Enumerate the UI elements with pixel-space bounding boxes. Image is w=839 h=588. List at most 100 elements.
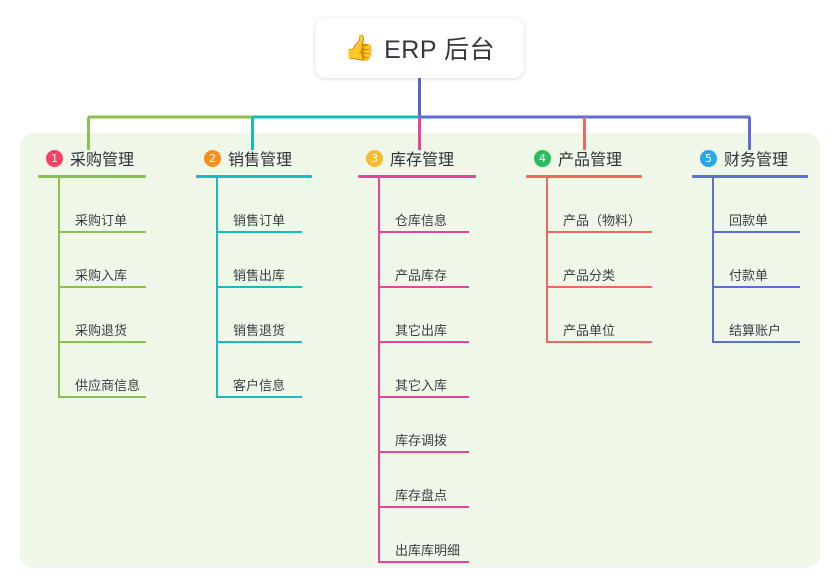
- branches-panel: [20, 133, 820, 568]
- branch-item-underline: [59, 396, 146, 398]
- branch-item-underline: [379, 341, 469, 343]
- branch-column: 2 销售管理销售订单销售出库销售退货客户信息: [196, 146, 312, 398]
- branch-item-underline: [217, 286, 302, 288]
- branch-item-label: 采购入库: [75, 268, 128, 283]
- branch-number-badge: 2: [204, 149, 221, 167]
- branch-header-underline: [38, 175, 146, 178]
- branch-header-underline: [526, 175, 642, 178]
- branch-item[interactable]: 其它出库: [379, 288, 476, 343]
- branch-item-underline: [379, 506, 469, 508]
- branch-item-list: 采购订单采购入库采购退货供应商信息: [38, 178, 146, 398]
- branch-item-label: 仓库信息: [395, 213, 448, 228]
- branch-column: 1 采购管理采购订单采购入库采购退货供应商信息: [38, 146, 146, 398]
- branch-item-label: 其它入库: [395, 378, 448, 393]
- branch-item[interactable]: 销售出库: [217, 233, 312, 288]
- branch-item[interactable]: 仓库信息: [379, 178, 476, 233]
- branch-item[interactable]: 产品单位: [547, 288, 652, 343]
- branch-number-badge: 4: [534, 149, 551, 167]
- branch-spine: [58, 178, 60, 398]
- branch-item-underline: [713, 231, 800, 233]
- branch-item-underline: [547, 231, 652, 233]
- branch-item[interactable]: 结算账户: [713, 288, 808, 343]
- branch-item-label: 客户信息: [233, 378, 286, 393]
- branch-header-underline: [692, 175, 808, 178]
- branch-item-label: 结算账户: [729, 323, 782, 338]
- branch-header[interactable]: 2 销售管理: [196, 146, 312, 170]
- branch-item-list: 回款单付款单结算账户: [692, 178, 808, 343]
- branch-item-label: 采购退货: [75, 323, 128, 338]
- branch-header-underline: [196, 175, 312, 178]
- branch-number-badge: 5: [700, 149, 717, 167]
- branch-item[interactable]: 其它入库: [379, 343, 476, 398]
- branch-header[interactable]: 3 库存管理: [358, 146, 476, 170]
- branch-item-underline: [547, 341, 652, 343]
- branch-item-label: 供应商信息: [75, 378, 141, 393]
- branch-title: 销售管理: [228, 152, 293, 169]
- branch-item[interactable]: 产品库存: [379, 233, 476, 288]
- branch-item[interactable]: 采购入库: [59, 233, 146, 288]
- branch-item-underline: [59, 286, 146, 288]
- branch-item-label: 付款单: [729, 268, 769, 283]
- branch-title: 产品管理: [558, 152, 623, 169]
- branch-header-underline: [358, 175, 476, 178]
- branch-item-label: 产品库存: [395, 268, 448, 283]
- branch-spine: [378, 178, 380, 563]
- branch-spine: [712, 178, 714, 343]
- branch-item-underline: [547, 286, 652, 288]
- branch-number-badge: 1: [46, 149, 63, 167]
- branch-item[interactable]: 产品（物料）: [547, 178, 652, 233]
- branch-item[interactable]: 销售退货: [217, 288, 312, 343]
- branch-item[interactable]: 采购订单: [59, 178, 146, 233]
- branch-item[interactable]: 出库库明细: [379, 508, 476, 563]
- branch-item-label: 产品（物料）: [563, 213, 642, 228]
- branch-spine: [216, 178, 218, 398]
- branch-item[interactable]: 采购退货: [59, 288, 146, 343]
- branch-item[interactable]: 供应商信息: [59, 343, 146, 398]
- branch-header[interactable]: 5 财务管理: [692, 146, 808, 170]
- branch-item-label: 产品单位: [563, 323, 616, 338]
- branch-item[interactable]: 产品分类: [547, 233, 652, 288]
- branch-item-underline: [379, 396, 469, 398]
- branch-item-underline: [59, 341, 146, 343]
- branch-item-underline: [217, 341, 302, 343]
- root-node-card[interactable]: 👍 ERP 后台: [315, 18, 524, 78]
- branch-item[interactable]: 客户信息: [217, 343, 312, 398]
- branch-item-underline: [713, 286, 800, 288]
- branch-spine: [546, 178, 548, 343]
- branch-item[interactable]: 库存盘点: [379, 453, 476, 508]
- branch-column: 4 产品管理产品（物料） 产品分类产品单位: [526, 146, 652, 343]
- branch-item-label: 库存调拨: [395, 433, 448, 448]
- branch-item[interactable]: 库存调拨: [379, 398, 476, 453]
- branch-item-list: 产品（物料） 产品分类产品单位: [526, 178, 652, 343]
- branch-item-label: 销售订单: [233, 213, 286, 228]
- branch-item-list: 销售订单销售出库销售退货客户信息: [196, 178, 312, 398]
- branch-item-label: 出库库明细: [395, 543, 461, 558]
- branch-item-label: 产品分类: [563, 268, 616, 283]
- branch-item-label: 采购订单: [75, 213, 128, 228]
- branch-header[interactable]: 1 采购管理: [38, 146, 146, 170]
- branch-header[interactable]: 4 产品管理: [526, 146, 642, 170]
- branch-item-underline: [713, 341, 800, 343]
- branch-item-underline: [217, 396, 302, 398]
- branch-title: 财务管理: [724, 152, 789, 169]
- branch-item-label: 销售出库: [233, 268, 286, 283]
- branch-item-underline: [217, 231, 302, 233]
- branch-item-underline: [379, 561, 469, 563]
- branch-title: 库存管理: [390, 152, 455, 169]
- branch-item-label: 销售退货: [233, 323, 286, 338]
- branch-item-underline: [379, 231, 469, 233]
- thumbs-up-icon: 👍: [343, 33, 376, 62]
- branch-column: 5 财务管理回款单付款单结算账户: [692, 146, 808, 343]
- branch-number-badge: 3: [366, 149, 383, 167]
- branch-item[interactable]: 回款单: [713, 178, 808, 233]
- branch-item[interactable]: 付款单: [713, 233, 808, 288]
- branch-item-label: 库存盘点: [395, 488, 448, 503]
- branch-item[interactable]: 销售订单: [217, 178, 312, 233]
- branch-item-underline: [379, 451, 469, 453]
- branch-item-label: 回款单: [729, 213, 769, 228]
- branch-item-list: 仓库信息产品库存其它出库其它入库库存调拨库存盘点出库库明细: [358, 178, 476, 563]
- branch-column: 3 库存管理仓库信息产品库存其它出库其它入库库存调拨库存盘点出库库明细: [358, 146, 476, 563]
- root-node-title: ERP 后台: [384, 36, 496, 64]
- branch-title: 采购管理: [70, 152, 135, 169]
